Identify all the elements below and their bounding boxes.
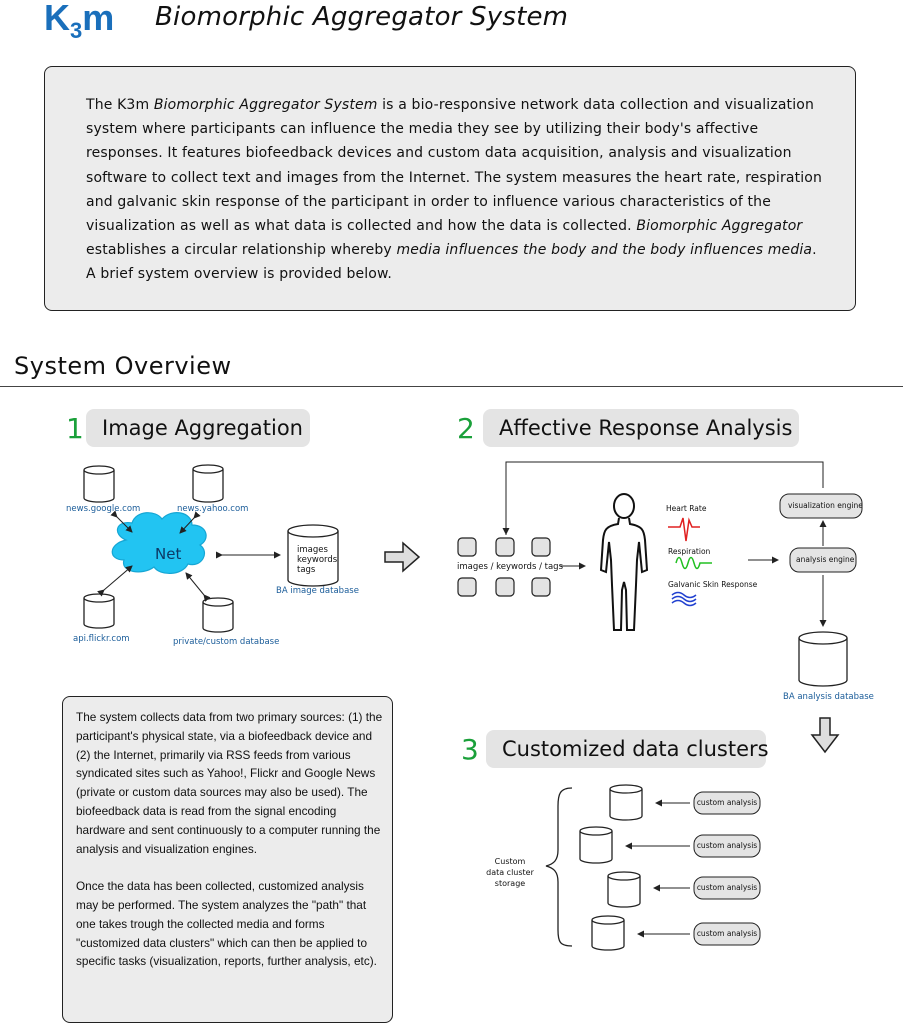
custom-analysis-label: custom analysis xyxy=(696,841,758,850)
source-label-flickr: api.flickr.com xyxy=(73,634,130,644)
intro-panel xyxy=(44,66,856,311)
analysis-engine-box xyxy=(789,547,857,573)
private-database-icon xyxy=(202,597,234,633)
respiration-signal-icon xyxy=(675,556,712,570)
step-1-title: Image Aggregation xyxy=(86,409,310,447)
heart-rate-label: Heart Rate xyxy=(666,504,707,513)
storage-label: Custom data cluster storage xyxy=(486,857,534,888)
db-line-images: images xyxy=(297,545,328,555)
cluster-database-4-icon xyxy=(591,915,625,951)
ba-image-database-label: BA image database xyxy=(276,586,359,596)
visualization-engine-box xyxy=(779,493,863,519)
page-title: Biomorphic Aggregator System xyxy=(155,2,569,32)
step-3-title: Customized data clusters xyxy=(486,730,769,768)
net-cloud-icon xyxy=(111,512,207,574)
section-divider xyxy=(0,386,903,387)
analysis-engine-label: analysis engine xyxy=(796,555,855,564)
flickr-database-icon xyxy=(83,593,115,629)
step-1-number: 1 xyxy=(66,412,84,445)
custom-analysis-box xyxy=(693,922,761,946)
ba-image-database-icon xyxy=(287,524,339,587)
storage-brace xyxy=(545,787,573,947)
custom-analysis-box xyxy=(693,834,761,858)
custom-analysis-box xyxy=(693,876,761,900)
flow-arrow-down-icon xyxy=(810,717,840,754)
heart-rate-signal-icon xyxy=(668,517,700,542)
db-line-keywords: keywords xyxy=(297,555,338,565)
custom-analysis-label: custom analysis xyxy=(696,798,758,807)
description-paragraph-2: Once the data has been collected, custom… xyxy=(76,879,377,969)
intro-text: The K3m Biomorphic Aggregator System is … xyxy=(86,97,822,283)
flow-arrow-right-icon xyxy=(384,541,421,573)
section-title: System Overview xyxy=(14,352,232,380)
db-line-tags: tags xyxy=(297,565,316,575)
visualization-engine-label: visualization engine xyxy=(788,501,863,510)
media-tiles-icon xyxy=(457,537,551,597)
ba-analysis-database-label: BA analysis database xyxy=(783,692,874,702)
source-label-google: news.google.com xyxy=(66,504,141,514)
step-2-title: Affective Response Analysis xyxy=(483,409,799,447)
step-3-number: 3 xyxy=(461,733,479,766)
cluster-database-3-icon xyxy=(607,871,641,908)
gsr-signal-icon xyxy=(671,591,697,607)
yahoo-database-icon xyxy=(192,464,224,503)
description-paragraph-1: The system collects data from two primar… xyxy=(76,710,383,856)
k3m-logo: K3m xyxy=(44,0,114,43)
gsr-label: Galvanic Skin Response xyxy=(668,580,758,589)
google-database-icon xyxy=(83,465,115,503)
description-text: The system collects data from two primar… xyxy=(76,708,384,990)
description-panel xyxy=(62,696,393,1023)
custom-analysis-box xyxy=(693,791,761,815)
step-2-number: 2 xyxy=(457,412,475,445)
media-grid-label: images / keywords / tags xyxy=(457,562,564,572)
cluster-database-2-icon xyxy=(579,826,613,864)
net-label: Net xyxy=(155,545,182,563)
cluster-database-1-icon xyxy=(609,784,643,821)
ba-analysis-database-icon xyxy=(798,631,848,687)
custom-analysis-label: custom analysis xyxy=(696,929,758,938)
source-label-yahoo: news.yahoo.com xyxy=(177,504,249,514)
human-figure-icon xyxy=(599,493,649,631)
custom-analysis-label: custom analysis xyxy=(696,883,758,892)
respiration-label: Respiration xyxy=(668,547,711,556)
source-label-private: private/custom database xyxy=(173,637,280,647)
